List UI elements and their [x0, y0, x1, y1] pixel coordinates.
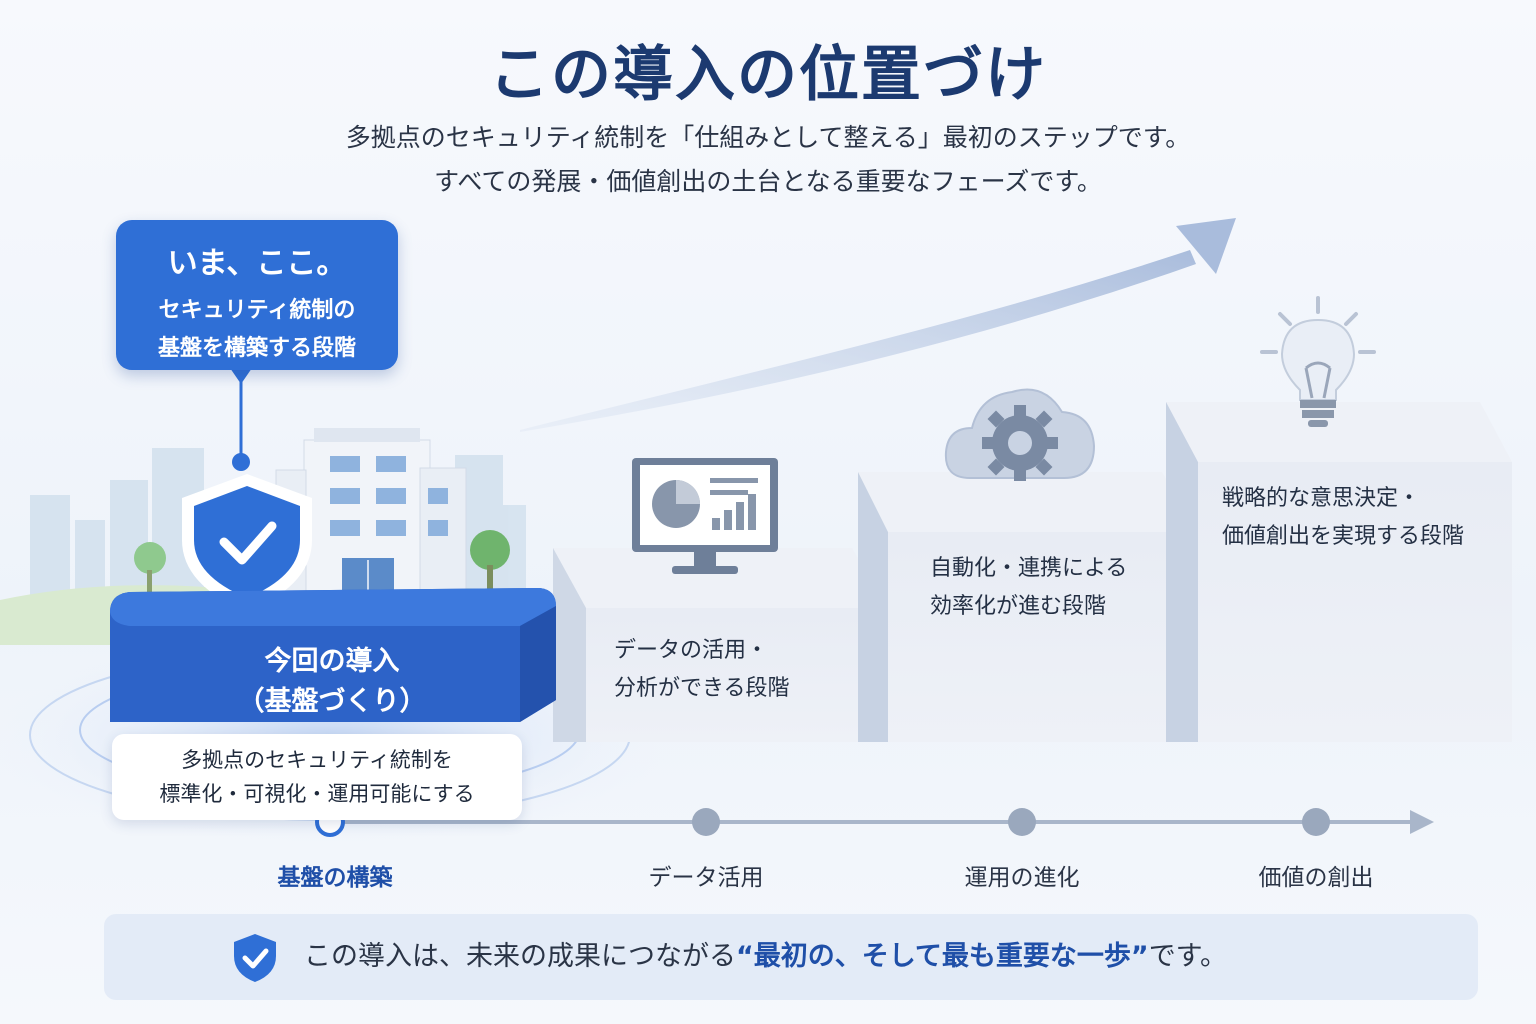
step-2-label: データの活用・ 分析ができる段階 [614, 632, 790, 708]
timeline-label-1: データ活用 [648, 865, 764, 891]
step-2-line-2: 分析ができる段階 [614, 676, 790, 701]
lightbulb-icon [1260, 296, 1376, 427]
current-position-callout: いま、ここ。 セキュリティ統制の 基盤を構築する段階 [116, 220, 398, 370]
step-1-line-1: 今回の導入 [264, 646, 400, 677]
step-3-line-2: 効率化が進む段階 [930, 594, 1107, 619]
step-4-line-1: 戦略的な意思決定・ [1222, 486, 1421, 511]
growth-arrow [520, 218, 1236, 432]
step-1-desc-line-1: 多拠点のセキュリティ統制を [181, 748, 453, 772]
banner-shield-icon [234, 934, 276, 982]
callout-heading: いま、ここ。 [167, 246, 347, 281]
timeline [315, 807, 1434, 837]
step-3-line-1: 自動化・連携による [930, 556, 1128, 581]
step-4-line-2: 価値創出を実現する段階 [1222, 524, 1465, 549]
timeline-dot-1 [692, 808, 720, 836]
subtitle-line-1: 多拠点のセキュリティ統制を「仕組みとして整える」最初のステップです。 [345, 123, 1191, 152]
banner-emphasis: “最初の、そして最も重要な一歩” [736, 941, 1149, 972]
step-block-3 [858, 472, 1198, 742]
step-block-1 [110, 588, 556, 722]
trees [134, 530, 510, 605]
step-1-label: 今回の導入 （基盤づくり） [110, 642, 554, 722]
step-1-description: 多拠点のセキュリティ統制を 標準化・可視化・運用可能にする [112, 734, 522, 820]
timeline-dot-3 [1302, 808, 1330, 836]
banner-text: この導入は、未来の成果につながる“最初の、そして最も重要な一歩”です。 [304, 914, 1227, 1000]
callout-line-2: 基盤を構築する段階 [157, 336, 356, 361]
monitor-chart-icon [632, 458, 778, 574]
banner-prefix: この導入は、未来の成果につながる [304, 941, 736, 972]
callout-pointer [230, 368, 252, 471]
shield-check-icon [182, 474, 312, 612]
step-2-line-1: データの活用・ [614, 638, 769, 663]
step-block-2 [553, 548, 886, 742]
step-3-label: 自動化・連携による 効率化が進む段階 [930, 550, 1127, 626]
timeline-dot-2 [1008, 808, 1036, 836]
step-block-4 [1166, 402, 1512, 742]
subtitle-line-2: すべての発展・価値創出の土台となる重要なフェーズです。 [434, 167, 1102, 196]
step-1-line-2: （基盤づくり） [237, 686, 427, 717]
callout-line-1: セキュリティ統制の [158, 298, 356, 323]
step-4-label: 戦略的な意思決定・ 価値創出を実現する段階 [1222, 480, 1464, 556]
page-title: この導入の位置づけ [489, 40, 1047, 110]
timeline-label-0: 基盤の構築 [277, 865, 393, 891]
timeline-label-3: 価値の創出 [1258, 865, 1374, 891]
step-1-desc-line-2: 標準化・可視化・運用可能にする [159, 782, 475, 806]
timeline-label-2: 運用の進化 [964, 865, 1080, 891]
banner-suffix: です。 [1148, 941, 1227, 972]
conclusion-banner: この導入は、未来の成果につながる“最初の、そして最も重要な一歩”です。 [104, 914, 1478, 1000]
cloud-gear-icon [944, 388, 1096, 481]
